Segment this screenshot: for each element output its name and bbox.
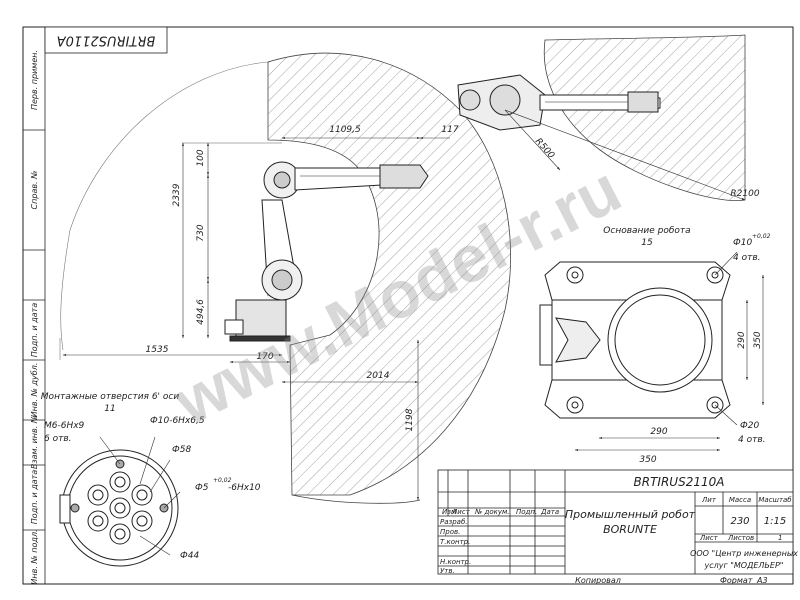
copied-label: Копировал [575,576,621,585]
work-envelope [60,34,746,504]
format-label: Формат [720,576,753,585]
robot-top-view [457,74,661,131]
col-header: Изм [442,508,457,516]
title-code: BRTIRUS2110A [634,475,725,489]
flange-hole-a: Ф10-6Нх6,5 [150,416,205,426]
side-label: Подп. и дата [30,303,39,358]
row-label: Т.контр. [440,538,470,546]
dim-1535: 1535 [146,345,169,355]
side-label: Инв. № дубл. [30,363,39,418]
flange-leaders [99,436,181,556]
dim-730: 730 [196,224,206,241]
mass-value: 230 [730,516,749,527]
base-d290-v: 290 [737,331,747,348]
sheet-frame [22,26,794,585]
row-label: Пров. [440,528,460,536]
format-value: A3 [756,576,768,585]
flange-pin-tol: +0,02 [213,477,232,484]
flange-title: Монтажные отверстия 6' оси [41,392,180,402]
base-dimensions [574,251,765,452]
org-line1: ООО "Центр инженерных [690,549,798,558]
dim-2339: 2339 [172,183,182,206]
col-header: № докум. [474,508,510,516]
scale-value: 1:15 [764,516,786,527]
base-hole-small-tol: +0,02 [752,233,771,240]
side-label: Перв. примен. [30,50,39,110]
title-name-line1: Промышленный робот [565,508,696,521]
scale-label: Масштаб [758,496,792,504]
dim-1198: 1198 [405,408,415,431]
base-hole-small: Ф10 [733,238,752,248]
base-number: 15 [641,238,653,248]
side-label: Инв. № подл. [30,529,39,584]
dim-r500: R500 [533,137,556,161]
side-label: Справ. № [30,171,39,210]
sheets-count: 1 [778,534,782,542]
base-d290-h: 290 [650,427,667,437]
robot-side-view [224,161,429,342]
dim-100: 100 [196,149,206,166]
dimension-lines [59,109,746,501]
flange-dia-58: Ф58 [172,445,191,455]
org-line2: услуг "МОДЕЛЬЕР" [704,561,784,570]
base-hole-large: Ф20 [740,421,759,431]
sheet-label: Лист [699,534,719,542]
flange-thread-count: 6 отв. [44,434,72,444]
flange-thread: М6-6Нх9 [44,421,85,431]
base-plate-view [539,261,731,419]
row-label: Утв. [440,567,455,575]
base-title: Основание робота [603,226,690,236]
flange-dia-44: Ф44 [180,551,199,561]
col-header: Лист [451,508,471,516]
dim-1109: 1109,5 [329,125,361,135]
base-d350-h: 350 [639,455,656,465]
title-block [437,469,794,575]
flange-pin-depth: -6Нх10 [228,483,261,493]
dim-2014: 2014 [367,371,390,381]
dimension-labels: 1109,5 117 100 2339 730 494,6 1535 170 2… [146,125,760,431]
flange-labels: Монтажные отверстия 6' оси 11 М6-6Нх9 6 … [41,392,261,561]
dim-r2100: R2100 [730,189,759,199]
col-header: Подп. [516,508,537,516]
base-labels: Основание робота 15 Ф10 +0,02 4 отв. 290… [603,226,770,465]
side-strip [23,129,45,531]
lit-label: Лит [701,496,717,504]
mass-label: Масса [729,496,751,504]
row-label: Н.контр. [440,558,471,566]
dim-117: 117 [441,125,458,135]
title-name-line2: BORUNTE [603,523,657,536]
flange-view [59,449,179,567]
base-hole-large-count: 4 отв. [738,435,766,445]
flange-pin: Ф5 [195,483,209,493]
side-label: Взам. инв. № [30,415,39,469]
base-d350-v: 350 [753,331,763,348]
stamp-code: BRTIRUS2110A [57,33,156,48]
title-block-texts: BRTIRUS2110A Промышленный робот BORUNTE … [440,475,798,585]
dim-494: 494,6 [196,299,206,325]
flange-number: 11 [104,404,115,414]
col-header: Дата [540,508,559,516]
side-label: Подп. и дата [30,470,39,525]
base-hole-small-count: 4 отв. [733,253,761,263]
side-labels: Перв. примен. Справ. № Подп. и дата Инв.… [30,50,39,585]
sheets-label: Листов [727,534,754,542]
row-label: Разраб. [440,518,468,526]
rotated-stamp: BRTIRUS2110A [44,26,168,54]
dim-170: 170 [256,352,273,362]
